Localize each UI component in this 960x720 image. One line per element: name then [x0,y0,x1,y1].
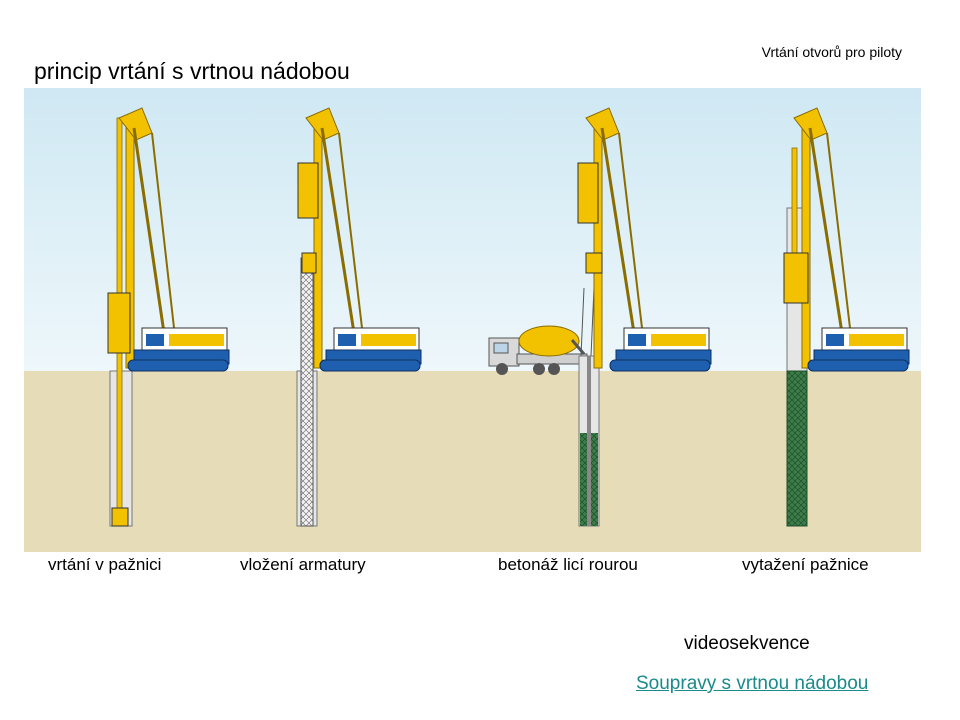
rotary-head [107,292,131,354]
rig-drilling [107,107,230,527]
caption-drilling: vrtání v pažnici [48,555,162,574]
video-section-label: videosekvence [684,633,810,654]
mast [593,117,603,369]
rig-concreting [488,107,712,527]
caption-concreting: betonáž licí rourou [498,555,638,574]
mast [801,117,811,369]
kelly-bar [791,147,798,269]
video-link[interactable]: Soupravy s vrtnou nádobou [636,673,869,694]
tremie-pipe [587,356,591,526]
drill-bucket [111,507,129,527]
rotary-head [297,162,319,219]
rig-casing-extraction [783,107,910,527]
concrete-pile [786,370,808,527]
rotary-head [783,252,809,304]
crawler-track [319,359,421,372]
page-title: princip vrtání s vrtnou nádobou [34,58,350,84]
rebar-cage [300,257,314,527]
caption-reinforcement: vložení armatury [240,555,366,574]
crawler-track [807,359,909,372]
mast [313,117,323,369]
drilling-diagram [24,88,921,552]
rig-reinforcement [296,107,422,527]
ground [24,371,921,552]
concrete-mixer-truck [488,325,588,375]
crawler-track [127,359,229,372]
header-subtitle: Vrtání otvorů pro piloty [761,44,902,60]
caption-casing-extraction: vytažení pažnice [742,555,869,574]
crawler-track [609,359,711,372]
rotary-head [577,162,599,224]
